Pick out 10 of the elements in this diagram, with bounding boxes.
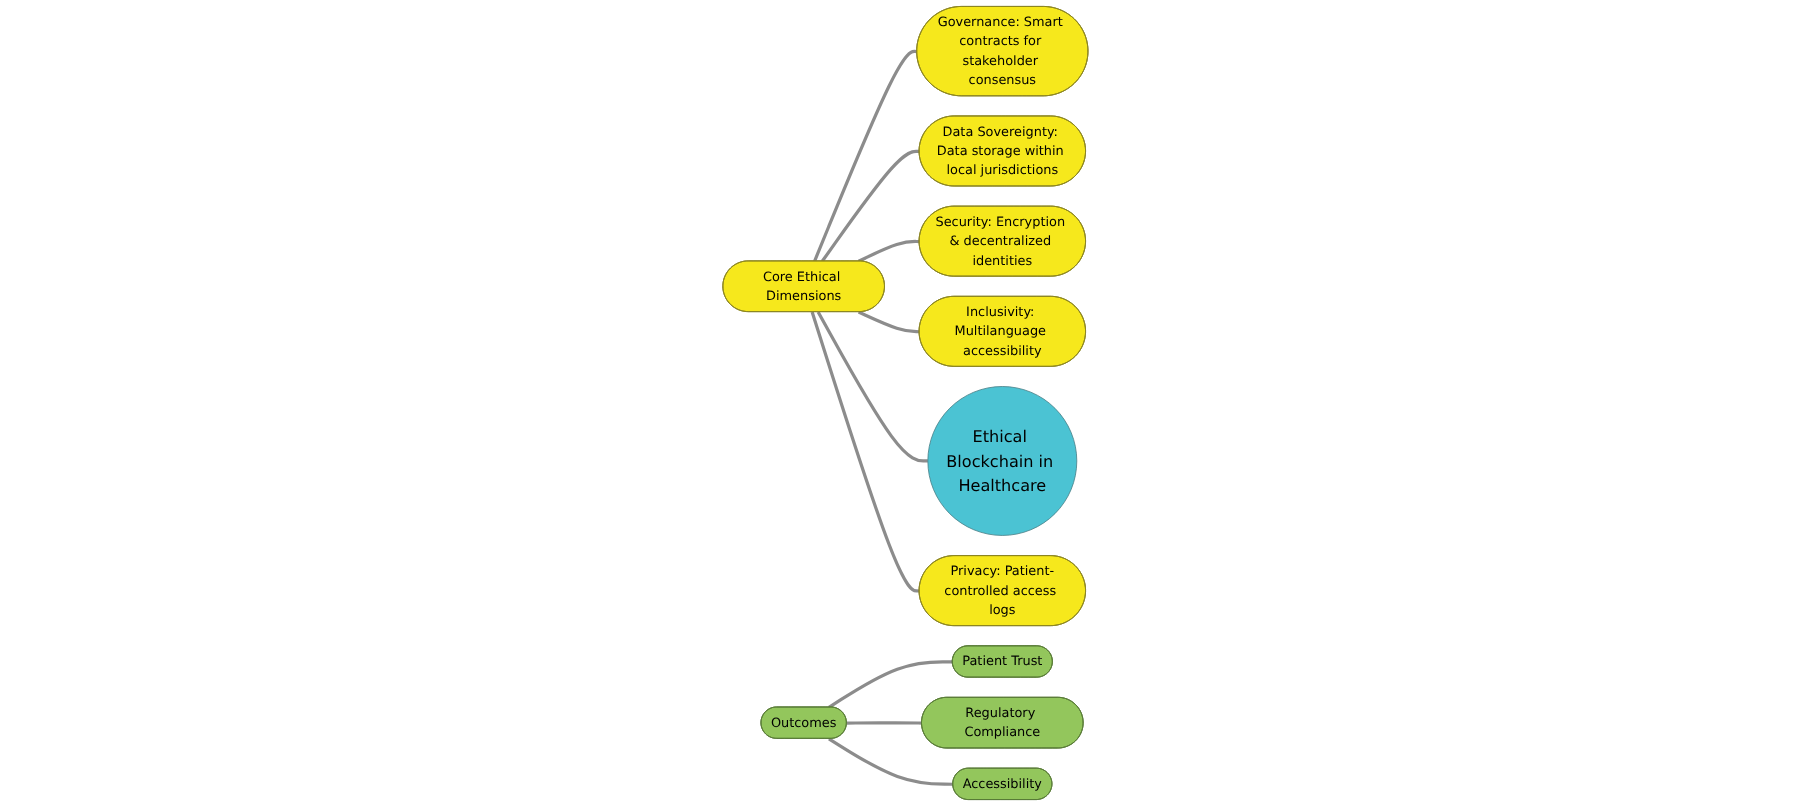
connector [857, 310, 920, 334]
connector [857, 239, 920, 263]
connector [846, 721, 922, 725]
node-circle: Ethical Blockchain in Healthcare [927, 386, 1077, 536]
connector [820, 149, 920, 263]
connector [827, 660, 953, 709]
connector [827, 737, 953, 786]
connector [812, 49, 917, 262]
connector [816, 311, 928, 463]
connector [810, 311, 920, 593]
